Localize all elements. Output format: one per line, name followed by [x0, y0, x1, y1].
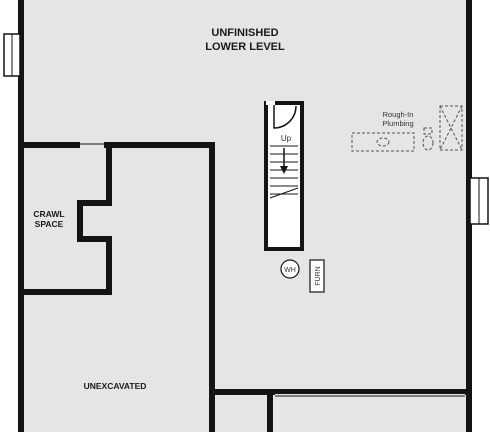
unexcavated-label: UNEXCAVATED — [84, 381, 147, 391]
right-wall — [466, 0, 472, 432]
water-heater-icon — [280, 259, 300, 279]
lower-room-strip — [275, 394, 465, 432]
stairs-up-label: Up — [281, 134, 292, 143]
arrow-down-icon — [280, 148, 288, 174]
shower-outline-icon — [439, 105, 463, 151]
furnace-icon — [309, 259, 325, 293]
furnace-label: FURN — [315, 266, 322, 285]
crawl-space-label-line2: SPACE — [35, 219, 64, 229]
window-icon — [469, 177, 489, 225]
window-icon — [3, 33, 21, 77]
rough-in-label-line2: Plumbing — [382, 119, 413, 128]
stairwell — [264, 101, 304, 251]
lower-level-label-line2: LOWER LEVEL — [205, 41, 285, 53]
exterior-walls — [18, 0, 472, 432]
water-heater-label: WH — [284, 267, 296, 274]
rough-in-plumbing — [351, 105, 463, 152]
bathtub-drain — [376, 137, 390, 147]
wall-opening — [80, 142, 104, 148]
crawl-space-wall — [21, 145, 112, 295]
rough-in-label-line1: Rough-In — [383, 110, 414, 119]
crawl-space-label-line1: CRAWL — [33, 209, 64, 219]
door-swing-icon — [273, 105, 297, 129]
crawl-top-wall — [21, 142, 469, 395]
floor-area — [18, 0, 472, 432]
interior-walls — [21, 142, 469, 432]
lower-level-label-line1: UNFINISHED — [211, 27, 278, 39]
bathtub-outline-icon — [351, 132, 415, 152]
left-wall — [18, 0, 24, 432]
toilet-outline-icon — [422, 127, 434, 151]
